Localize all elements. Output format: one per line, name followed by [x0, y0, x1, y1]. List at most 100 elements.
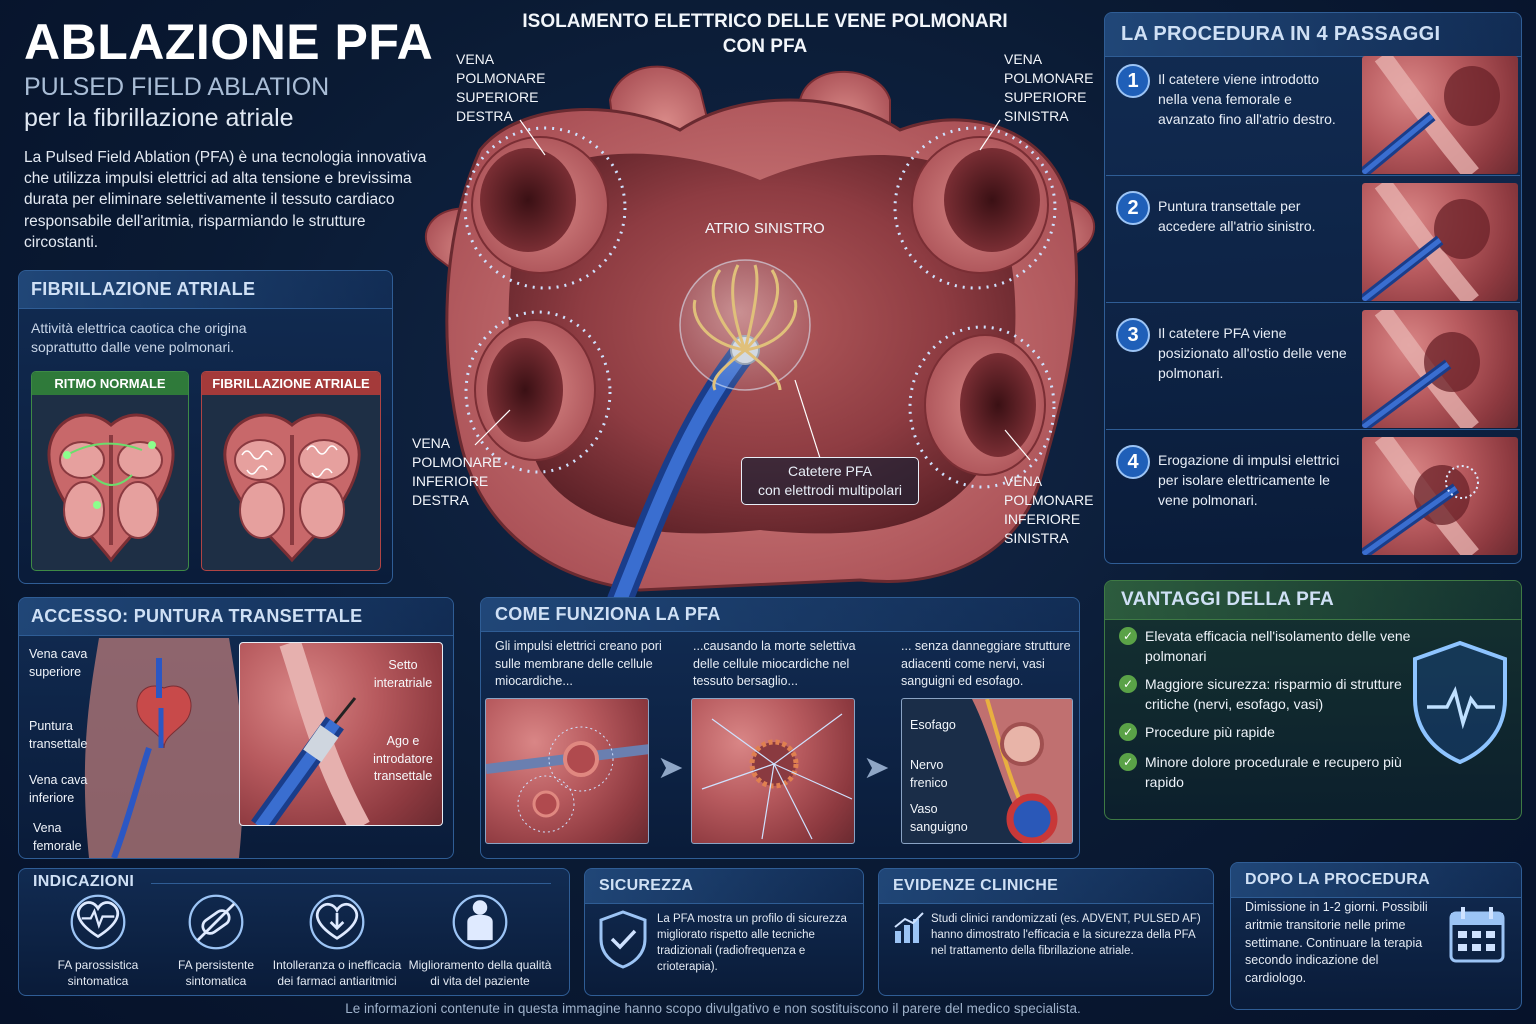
normal-rhythm-label: RITMO NORMALE	[32, 372, 188, 395]
after-title: DOPO LA PROCEDURA	[1245, 871, 1430, 888]
step-text: Il catetere viene introdotto nella vena …	[1158, 71, 1336, 127]
how-caption-0: Gli impulsi elettrici creano pori sulle …	[495, 639, 662, 688]
center-title: ISOLAMENTO ELETTRICO DELLE VENE POLMONAR…	[470, 10, 1060, 59]
pill-blocked-icon	[188, 894, 244, 950]
indication-text: FA persistente sintomatica	[177, 958, 255, 989]
bar-chart-icon	[894, 912, 924, 943]
step-text: Puntura transettale per accedere all'atr…	[1158, 198, 1316, 234]
advantage-text: Maggiore sicurezza: risparmio di struttu…	[1145, 676, 1402, 712]
step-number-badge: 3	[1116, 318, 1150, 352]
catheter-callout: Catetere PFA con elettrodi multipolari	[741, 457, 919, 505]
structure-label-1: Nervo frenico	[910, 758, 948, 790]
procedure-step: 3 Il catetere PFA viene posizionato all'…	[1106, 310, 1520, 430]
step-text: Il catetere PFA viene posizionato all'os…	[1158, 325, 1347, 381]
left-atrium-illustration	[424, 65, 1096, 600]
normal-rhythm-card: RITMO NORMALE	[31, 371, 189, 571]
how-caption-1: ...causando la morte selettiva delle cel…	[693, 639, 856, 688]
vein-ostium-sup-dx	[463, 126, 627, 290]
vein-ostium-inf-dx	[464, 310, 612, 474]
procedure-title: LA PROCEDURA IN 4 PASSAGGI	[1121, 23, 1441, 45]
catheter-label-1: Catetere PFA	[787, 463, 873, 479]
indication-item: Miglioramento della qualità di vita del …	[405, 893, 555, 989]
page-subtitle: PULSED FIELD ABLATION	[24, 72, 330, 101]
cell-pores-image	[485, 698, 649, 844]
septum-label: Setto interatriale	[373, 658, 433, 690]
procedure-step: 2 Puntura transettale per accedere all'a…	[1106, 183, 1520, 303]
septum-zoom: Setto interatriale Ago e introdatore tra…	[239, 642, 443, 826]
label-atrium: ATRIO SINISTRO	[705, 220, 825, 237]
indication-item: Intolleranza o inefficacia dei farmaci a…	[267, 893, 407, 989]
body-illustration	[84, 638, 244, 858]
advantage-item: ✓ Maggiore sicurezza: risparmio di strut…	[1119, 675, 1419, 715]
calendar-icon	[1449, 907, 1505, 963]
advantage-item: ✓ Elevata efficacia nell'isolamento dell…	[1119, 627, 1419, 667]
vein-ostium-inf-sx	[908, 325, 1056, 489]
fa-rhythm-card: FIBRILLAZIONE ATRIALE	[201, 371, 381, 571]
page-title: ABLAZIONE PFA	[24, 14, 434, 70]
fa-rhythm-label: FIBRILLAZIONE ATRIALE	[202, 372, 380, 395]
step-text: Erogazione di impulsi elettrici per isol…	[1158, 452, 1340, 508]
vein-ostium-sup-sx	[893, 126, 1057, 290]
heart-down-icon	[309, 894, 365, 950]
indication-item: FA parossistica sintomatica	[43, 893, 153, 989]
how-panel: COME FUNZIONA LA PFA Gli impulsi elettri…	[480, 597, 1080, 859]
access-title: ACCESSO: PUNTURA TRANSETTALE	[31, 606, 363, 626]
fa-panel-title: FIBRILLAZIONE ATRIALE	[31, 279, 256, 299]
evidence-title: EVIDENZE CLINICHE	[893, 877, 1059, 894]
indication-text: Miglioramento della qualità di vita del …	[408, 958, 552, 989]
advantage-text: Minore dolore procedurale e recupero più…	[1145, 754, 1402, 790]
access-label-0: Vena cava superiore	[29, 647, 88, 679]
check-icon: ✓	[1119, 753, 1137, 771]
structures-image: Esofago Nervo frenico Vaso sanguigno	[901, 698, 1073, 844]
advantage-text: Procedure più rapide	[1145, 724, 1275, 740]
step-image	[1362, 56, 1518, 174]
fa-panel: FIBRILLAZIONE ATRIALE Attività elettrica…	[18, 270, 393, 584]
advantages-title: VANTAGGI DELLA PFA	[1121, 589, 1334, 610]
normal-heart-illustration	[47, 413, 175, 563]
check-icon: ✓	[1119, 627, 1137, 645]
how-title: COME FUNZIONA LA PFA	[495, 604, 721, 624]
access-label-2: Vena cava inferiore	[29, 773, 88, 805]
fa-heart-illustration	[223, 413, 361, 563]
arrow-icon: ➤	[863, 749, 890, 785]
procedure-step: 4 Erogazione di impulsi elettrici per is…	[1106, 437, 1520, 557]
indication-item: FA persistente sintomatica	[161, 893, 271, 989]
septum-zoom-illustration	[251, 643, 370, 825]
step-image	[1362, 183, 1518, 301]
step-number-badge: 2	[1116, 191, 1150, 225]
shield-check-icon	[599, 910, 647, 969]
after-text: Dimissione in 1-2 giorni. Possibili arit…	[1245, 900, 1428, 985]
access-label-1: Puntura transettale	[29, 719, 88, 751]
fa-panel-desc: Attività elettrica caotica che origina s…	[31, 320, 247, 356]
shield-heartbeat-icon	[1413, 640, 1507, 765]
advantage-item: ✓ Procedure più rapide	[1119, 723, 1419, 743]
safety-text: La PFA mostra un profilo di sicurezza mi…	[657, 913, 847, 974]
safety-panel: SICUREZZA La PFA mostra un profilo di si…	[584, 868, 864, 996]
indications-title: INDICAZIONI	[33, 873, 135, 890]
page-subtitle-2: per la fibrillazione atriale	[24, 103, 294, 132]
footer-disclaimer: Le informazioni contenute in questa imma…	[345, 1001, 1081, 1016]
step-image	[1362, 437, 1518, 555]
header: ABLAZIONE PFA PULSED FIELD ABLATION per …	[24, 16, 434, 253]
structure-label-2: Vaso sanguigno	[910, 802, 968, 834]
indication-text: Intolleranza o inefficacia dei farmaci a…	[272, 958, 402, 989]
indication-text: FA parossistica sintomatica	[57, 958, 139, 989]
safety-title: SICUREZZA	[599, 877, 694, 894]
indications-panel: INDICAZIONI FA parossistica sintomatica …	[18, 868, 570, 996]
structure-label-0: Esofago	[910, 718, 956, 732]
step-image	[1362, 310, 1518, 428]
center-title-line1: ISOLAMENTO ELETTRICO DELLE VENE POLMONAR…	[522, 11, 1008, 32]
after-panel: DOPO LA PROCEDURA Dimissione in 1-2 gior…	[1230, 862, 1522, 1010]
arrow-icon: ➤	[657, 749, 684, 785]
access-label-3: Vena femorale	[33, 821, 82, 853]
catheter-label-2: con elettrodi multipolari	[758, 481, 902, 498]
advantage-item: ✓ Minore dolore procedurale e recupero p…	[1119, 753, 1419, 793]
access-panel: ACCESSO: PUNTURA TRANSETTALE Vena cava s…	[18, 597, 454, 859]
evidence-text: Studi clinici randomizzati (es. ADVENT, …	[931, 913, 1201, 958]
how-caption-2: ... senza danneggiare strutture adiacent…	[901, 639, 1071, 688]
person-icon	[452, 894, 508, 950]
